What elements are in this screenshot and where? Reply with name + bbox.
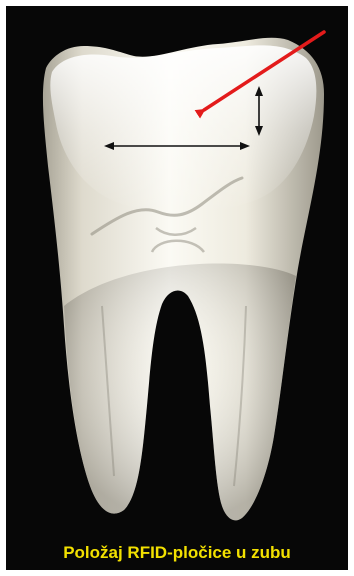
root-shading bbox=[64, 264, 296, 521]
black-background-panel: Položaj RFID-pločice u zubu bbox=[6, 6, 348, 570]
figure-caption: Položaj RFID-pločice u zubu bbox=[6, 543, 348, 563]
tooth-diagram bbox=[6, 6, 348, 570]
